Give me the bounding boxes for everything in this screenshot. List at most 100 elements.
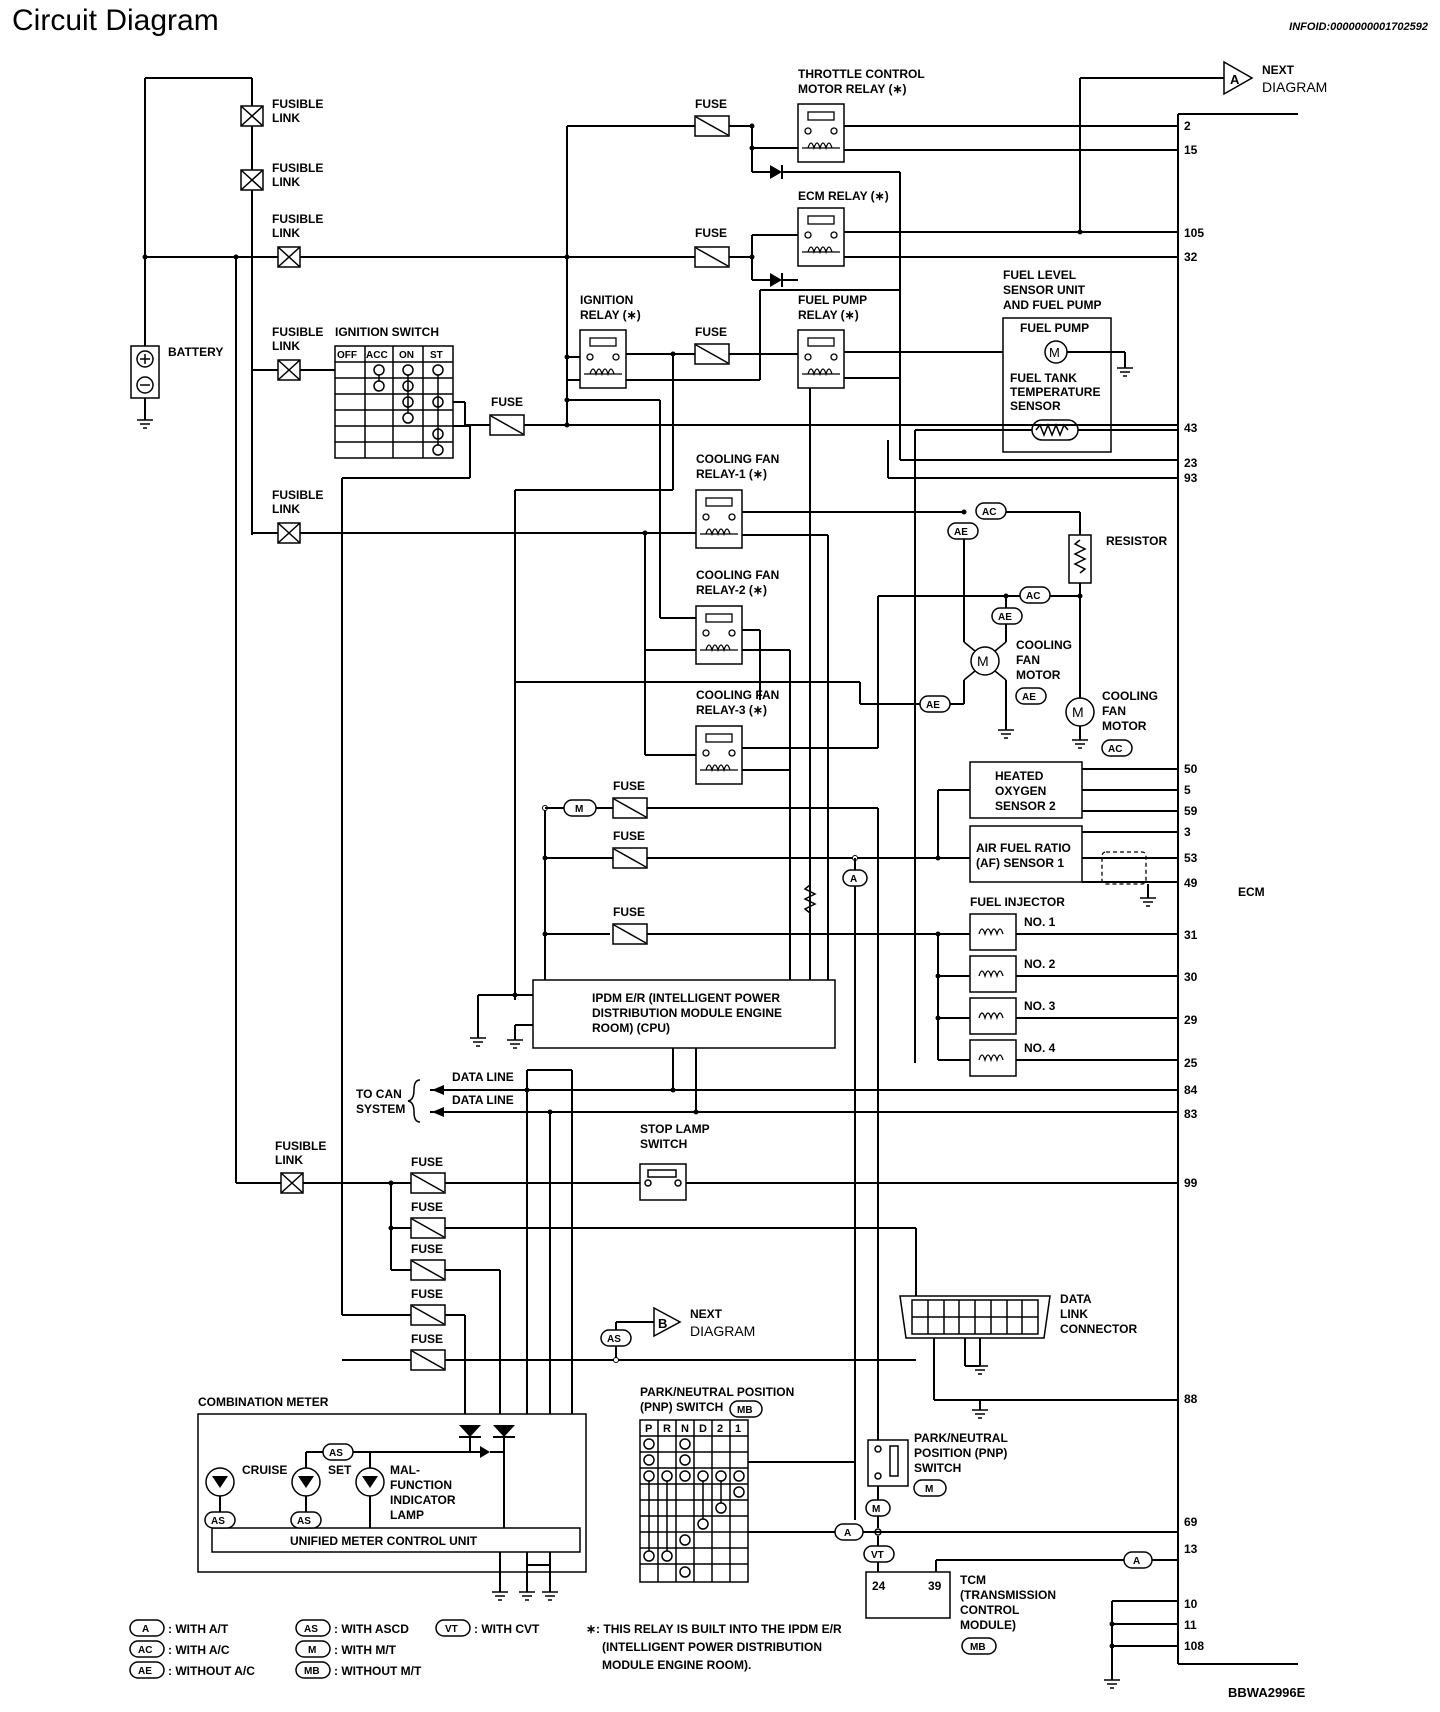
svg-text:FAN: FAN	[1016, 653, 1040, 667]
svg-text:: WITH M/T: : WITH M/T	[334, 1643, 397, 1657]
svg-text:B: B	[658, 1316, 667, 1331]
svg-text:SET: SET	[328, 1463, 352, 1477]
svg-text:MOTOR: MOTOR	[1016, 668, 1061, 682]
svg-text:MODULE): MODULE)	[960, 1618, 1016, 1632]
info-id: INFOID:0000000001702592	[1289, 21, 1428, 33]
svg-text:FUSIBLE: FUSIBLE	[272, 212, 323, 226]
svg-text:MOTOR: MOTOR	[1102, 719, 1147, 733]
svg-text:PARK/NEUTRAL: PARK/NEUTRAL	[914, 1431, 1008, 1445]
svg-text:2: 2	[1184, 119, 1191, 133]
svg-text:D: D	[699, 1423, 707, 1435]
svg-text:FUSE: FUSE	[695, 226, 727, 240]
svg-text:DIAGRAM: DIAGRAM	[690, 1323, 755, 1339]
svg-text:COOLING FAN: COOLING FAN	[696, 568, 779, 582]
svg-text:M: M	[308, 1645, 316, 1656]
svg-text:: WITHOUT A/C: : WITHOUT A/C	[168, 1664, 255, 1678]
svg-text:ROOM) (CPU): ROOM) (CPU)	[592, 1021, 670, 1035]
svg-text:3: 3	[1184, 825, 1191, 839]
svg-text:FUSE: FUSE	[613, 779, 645, 793]
svg-text:TO CAN: TO CAN	[356, 1087, 402, 1101]
svg-text:MAL-: MAL-	[390, 1463, 420, 1477]
svg-text:59: 59	[1184, 804, 1198, 818]
svg-text:AE: AE	[926, 700, 940, 711]
svg-text:FUSIBLE: FUSIBLE	[272, 325, 323, 339]
svg-text:30: 30	[1184, 970, 1198, 984]
svg-text:LINK: LINK	[272, 111, 300, 125]
ecm-relay: ECM RELAY (∗)	[749, 78, 1178, 287]
svg-text:(TRANSMISSION: (TRANSMISSION	[960, 1588, 1056, 1602]
page-title: Circuit Diagram	[12, 4, 219, 37]
svg-text:(AF) SENSOR 1: (AF) SENSOR 1	[976, 856, 1064, 870]
svg-text:13: 13	[1184, 1542, 1198, 1556]
svg-text:AC: AC	[982, 507, 996, 518]
svg-text:FUSIBLE: FUSIBLE	[275, 1139, 326, 1153]
svg-text:FUSE: FUSE	[411, 1287, 443, 1301]
svg-text:FUEL INJECTOR: FUEL INJECTOR	[970, 895, 1065, 909]
svg-text:: WITHOUT M/T: : WITHOUT M/T	[334, 1664, 422, 1678]
svg-text:FUSIBLE: FUSIBLE	[272, 161, 323, 175]
svg-text:DATA LINE: DATA LINE	[452, 1093, 514, 1107]
svg-text:COOLING FAN: COOLING FAN	[696, 452, 779, 466]
svg-text:LINK: LINK	[1060, 1307, 1088, 1321]
diagram-label: DIAGRAM	[1262, 79, 1327, 95]
svg-text:IGNITION SWITCH: IGNITION SWITCH	[335, 325, 439, 339]
svg-text:FUSE: FUSE	[411, 1200, 443, 1214]
svg-text:31: 31	[1184, 928, 1198, 942]
svg-text:LINK: LINK	[272, 339, 300, 353]
svg-text:A: A	[844, 1528, 851, 1539]
svg-text:COOLING: COOLING	[1102, 689, 1158, 703]
svg-text:RELAY-2 (∗): RELAY-2 (∗)	[696, 583, 767, 597]
svg-text:FUSE: FUSE	[695, 97, 727, 111]
svg-text:FUEL LEVEL: FUEL LEVEL	[1003, 268, 1076, 282]
svg-text:LINK: LINK	[272, 502, 300, 516]
svg-text:32: 32	[1184, 250, 1198, 264]
svg-text:CONTROL: CONTROL	[960, 1603, 1019, 1617]
svg-text:88: 88	[1184, 1392, 1198, 1406]
svg-text:SENSOR UNIT: SENSOR UNIT	[1003, 283, 1086, 297]
svg-text:39: 39	[928, 1579, 942, 1593]
svg-text:43: 43	[1184, 421, 1198, 435]
throttle-control-motor-relay: THROTTLE CONTROL MOTOR RELAY (∗)	[749, 67, 1178, 460]
svg-text:COMBINATION METER: COMBINATION METER	[198, 1395, 329, 1409]
svg-text:FUSE: FUSE	[695, 325, 727, 339]
svg-text:THROTTLE CONTROL: THROTTLE CONTROL	[798, 67, 925, 81]
svg-text:COOLING FAN: COOLING FAN	[696, 688, 779, 702]
svg-text:AE: AE	[1022, 692, 1036, 703]
svg-text:P: P	[645, 1423, 652, 1435]
svg-text:TEMPERATURE: TEMPERATURE	[1010, 385, 1100, 399]
svg-text:53: 53	[1184, 851, 1198, 865]
svg-text:∗: THIS RELAY IS BUILT INTO TH: ∗: THIS RELAY IS BUILT INTO THE IPDM E/R	[586, 1622, 842, 1636]
svg-text:RELAY (∗): RELAY (∗)	[798, 308, 859, 322]
svg-text:AIR FUEL RATIO: AIR FUEL RATIO	[976, 841, 1071, 855]
svg-text:N: N	[681, 1423, 689, 1435]
svg-text:ECM RELAY (∗): ECM RELAY (∗)	[798, 189, 889, 203]
svg-text:105: 105	[1184, 226, 1204, 240]
svg-text:AND FUEL PUMP: AND FUEL PUMP	[1003, 298, 1101, 312]
svg-text:93: 93	[1184, 471, 1198, 485]
svg-text:SWITCH: SWITCH	[640, 1137, 687, 1151]
svg-text:MODULE ENGINE ROOM).: MODULE ENGINE ROOM).	[602, 1658, 751, 1672]
svg-text:23: 23	[1184, 456, 1198, 470]
svg-text:A: A	[142, 1624, 149, 1635]
svg-text:84: 84	[1184, 1083, 1198, 1097]
svg-text:FUEL TANK: FUEL TANK	[1010, 371, 1077, 385]
svg-text:RESISTOR: RESISTOR	[1106, 534, 1167, 548]
svg-text:50: 50	[1184, 762, 1198, 776]
svg-text:CONNECTOR: CONNECTOR	[1060, 1322, 1137, 1336]
svg-text:PARK/NEUTRAL POSITION: PARK/NEUTRAL POSITION	[640, 1385, 794, 1399]
svg-text:UNIFIED METER CONTROL UNIT: UNIFIED METER CONTROL UNIT	[290, 1534, 478, 1548]
cooling-fan-markers: AC AE RESISTOR AC AE AE	[919, 502, 1167, 713]
svg-text:POSITION (PNP): POSITION (PNP)	[914, 1446, 1007, 1460]
svg-text:DISTRIBUTION MODULE ENGINE: DISTRIBUTION MODULE ENGINE	[592, 1006, 782, 1020]
svg-text:DATA: DATA	[1060, 1292, 1092, 1306]
fuel-level-sensor-unit: FUEL LEVEL SENSOR UNIT AND FUEL PUMP FUE…	[914, 268, 1178, 1063]
svg-text:LAMP: LAMP	[390, 1508, 424, 1522]
cooling-fan-relay-1: COOLING FAN RELAY-1 (∗)	[695, 452, 779, 549]
svg-text:ACC: ACC	[366, 350, 388, 361]
svg-text:COOLING: COOLING	[1016, 638, 1072, 652]
svg-text:MB: MB	[737, 1405, 753, 1416]
svg-text:MOTOR RELAY (∗): MOTOR RELAY (∗)	[798, 82, 907, 96]
svg-text:NO. 2: NO. 2	[1024, 957, 1056, 971]
